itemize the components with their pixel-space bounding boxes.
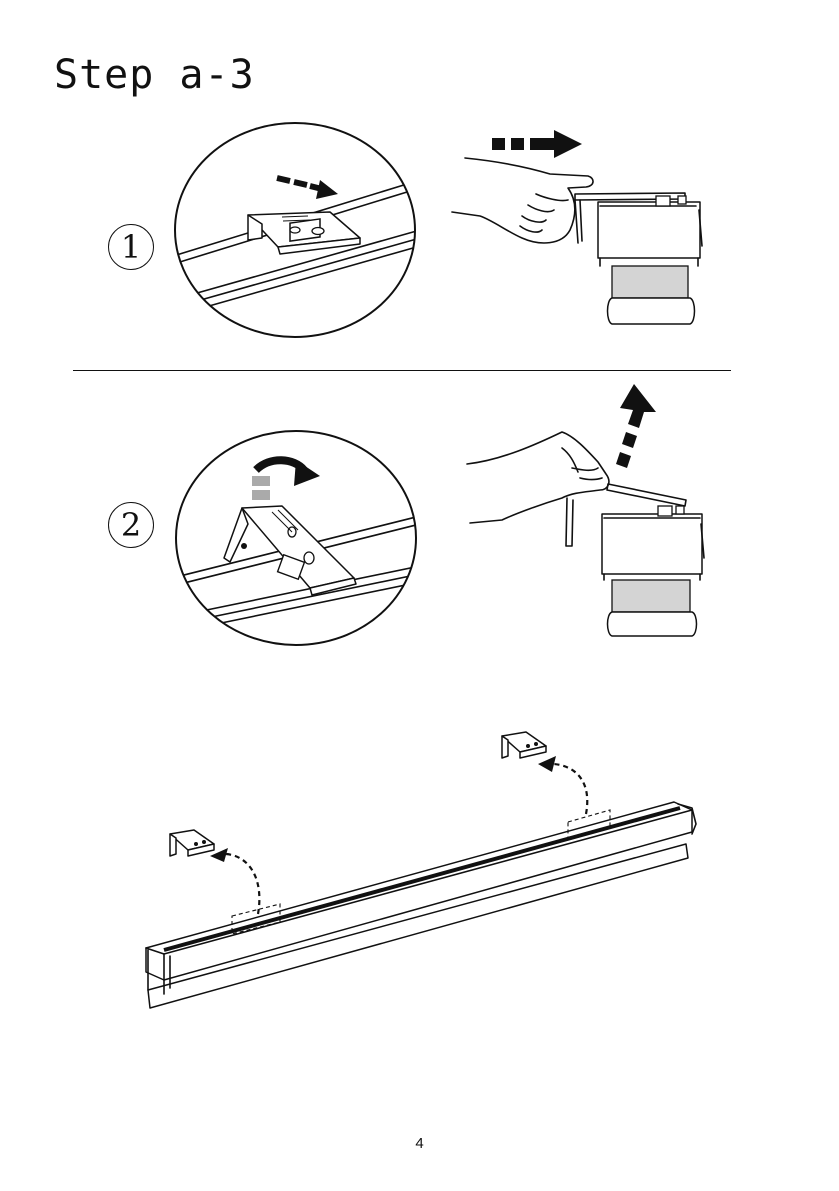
page-title: Step a-3 (54, 52, 255, 98)
page-number: 4 (0, 1135, 839, 1152)
step-2-hand-lift-illustration (462, 428, 712, 643)
step-1-closeup-circle (170, 120, 420, 340)
section-divider (73, 370, 731, 371)
step-2-number: 2 (108, 502, 154, 548)
step-1-hand-release-illustration (450, 150, 710, 330)
step-2-closeup-circle (172, 428, 420, 648)
step-1-number: 1 (108, 224, 154, 270)
headrail-overview-illustration (140, 728, 700, 1018)
